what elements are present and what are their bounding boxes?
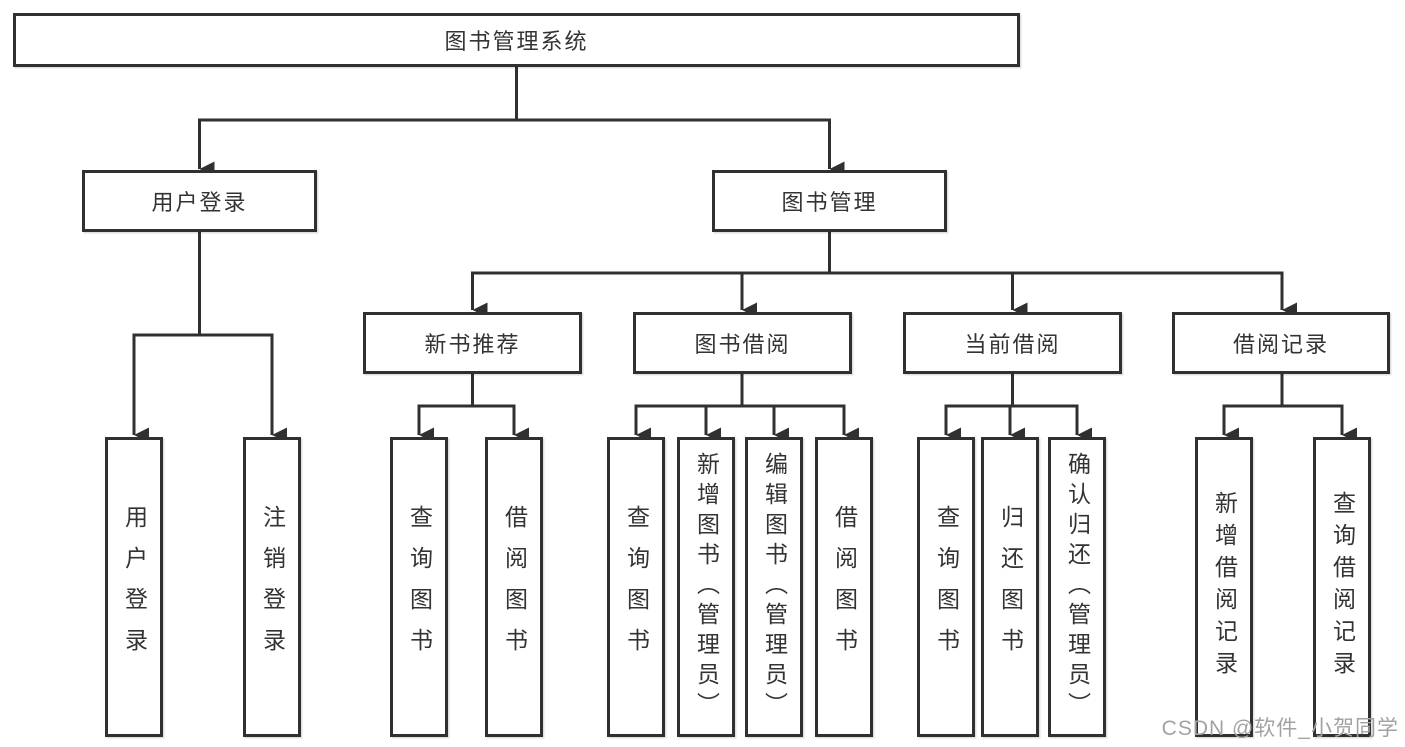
leaf-query-books-borrow: 查询图书	[607, 437, 665, 737]
node-label: 图书管理	[781, 190, 878, 215]
node-book-management: 图书管理	[712, 170, 947, 232]
node-label: 新增借阅记录	[1211, 491, 1238, 683]
node-current-borrowing: 当前借阅	[903, 312, 1122, 374]
node-label: 查询图书	[406, 505, 433, 669]
leaf-logout: 注销登录	[243, 437, 301, 737]
node-borrowing-records: 借阅记录	[1172, 312, 1390, 374]
leaf-query-books-recommend: 查询图书	[390, 437, 448, 737]
node-label: 借阅图书	[501, 505, 528, 669]
node-label: 查询图书	[623, 505, 650, 669]
leaf-query-books-current: 查询图书	[917, 437, 975, 737]
node-label: 注销登录	[259, 505, 286, 669]
node-label: 查询图书	[933, 505, 960, 669]
node-label: 借阅记录	[1232, 332, 1329, 357]
node-label: 图书借阅	[694, 332, 791, 357]
leaf-add-borrow-record: 新增借阅记录	[1195, 437, 1253, 737]
node-label: 当前借阅	[964, 332, 1061, 357]
leaf-edit-books-admin: 编辑图书（管理员）	[745, 437, 803, 737]
node-label: 确认归还（管理员）	[1064, 452, 1091, 722]
leaf-confirm-return-admin: 确认归还（管理员）	[1048, 437, 1106, 737]
csdn-watermark: CSDN @软件_小贺同学	[1161, 717, 1399, 740]
node-book-borrowing: 图书借阅	[633, 312, 852, 374]
leaf-query-borrow-record: 查询借阅记录	[1313, 437, 1371, 737]
leaf-borrow-books-recommend: 借阅图书	[485, 437, 543, 737]
leaf-borrow-books: 借阅图书	[815, 437, 873, 737]
node-label: 用户登录	[121, 505, 148, 669]
leaf-user-login: 用户登录	[105, 437, 163, 737]
node-user-login-module: 用户登录	[82, 170, 317, 232]
node-label: 图书管理系统	[444, 29, 589, 54]
node-root-system: 图书管理系统	[13, 13, 1020, 67]
leaf-return-books: 归还图书	[981, 437, 1039, 737]
leaf-add-books-admin: 新增图书（管理员）	[677, 437, 735, 737]
node-label: 归还图书	[997, 505, 1024, 669]
node-label: 借阅图书	[831, 505, 858, 669]
node-label: 编辑图书（管理员）	[761, 452, 788, 722]
node-label: 用户登录	[151, 190, 248, 215]
node-label: 查询借阅记录	[1329, 491, 1356, 683]
node-new-book-recommend: 新书推荐	[363, 312, 582, 374]
node-label: 新增图书（管理员）	[693, 452, 720, 722]
node-label: 新书推荐	[424, 332, 521, 357]
